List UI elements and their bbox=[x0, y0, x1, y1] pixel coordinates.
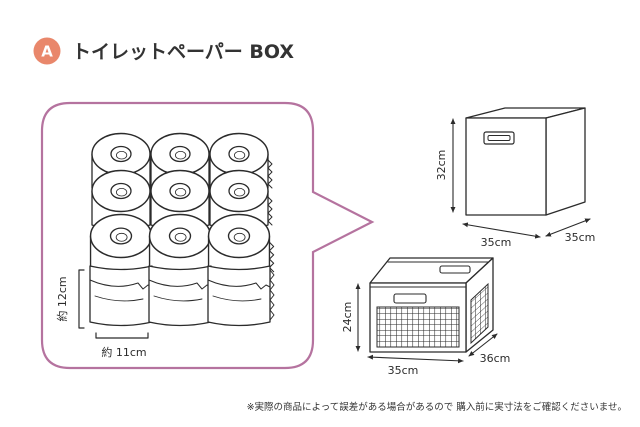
section-badge bbox=[33, 37, 61, 65]
toilet-paper-pack-illustration bbox=[89, 132, 275, 327]
basket-front-mesh bbox=[376, 306, 460, 348]
toilet-paper-roll bbox=[148, 265, 216, 327]
basket-width-arrow bbox=[367, 354, 464, 364]
box-width-label: 35cm bbox=[481, 236, 512, 249]
box-handle-hole bbox=[487, 135, 511, 141]
page-title: トイレットペーパー BOX bbox=[72, 41, 294, 63]
basket-width-label: 35cm bbox=[388, 364, 419, 377]
box-depth-arrow bbox=[545, 218, 591, 237]
toilet-paper-roll bbox=[89, 265, 157, 327]
roll-width-bracket bbox=[95, 332, 149, 339]
box-height-label: 32cm bbox=[435, 150, 448, 181]
box-depth-label: 35cm bbox=[565, 231, 596, 244]
storage-box-illustration bbox=[465, 107, 586, 216]
footnote: ※実際の商品によって誤差がある場合があるので 購入前に実寸法をご確認くださいませ… bbox=[247, 401, 627, 413]
basket-back-handle-slot bbox=[439, 265, 471, 274]
roll-height-bracket bbox=[78, 269, 85, 329]
wire-basket-illustration bbox=[369, 257, 494, 353]
basket-depth-arrow bbox=[468, 333, 498, 357]
basket-front-handle-slot bbox=[393, 293, 427, 304]
box-width-arrow bbox=[462, 222, 541, 239]
basket-side-mesh bbox=[470, 282, 489, 345]
basket-height-label: 24cm bbox=[341, 302, 354, 333]
toilet-paper-roll bbox=[207, 265, 275, 327]
basket-depth-label: 36cm bbox=[480, 352, 511, 365]
section-badge-letter: A bbox=[41, 43, 53, 61]
box-side-face bbox=[545, 107, 586, 216]
roll-height-label: 約 12cm bbox=[55, 276, 69, 321]
roll-width-label: 約 11cm bbox=[101, 345, 146, 359]
